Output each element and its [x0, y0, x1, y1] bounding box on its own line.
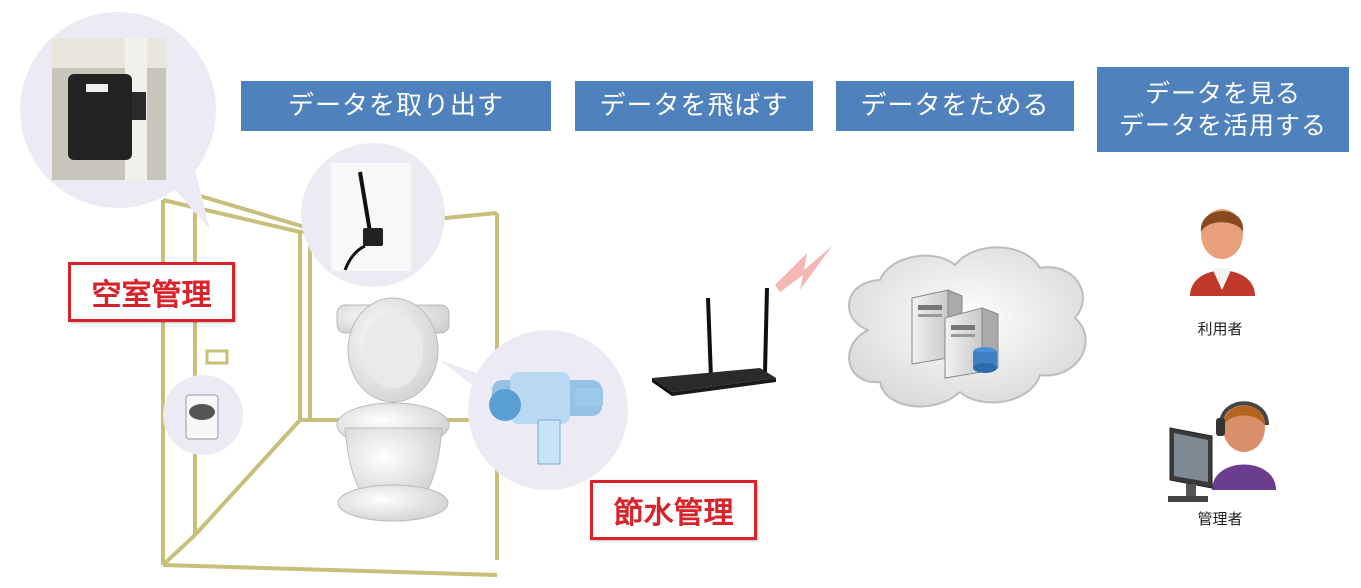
admin-role-label: 管理者	[1197, 510, 1243, 528]
step-extract-data: データを取り出す	[241, 81, 551, 131]
vacancy-management-label: 空室管理	[68, 262, 235, 322]
cloud-server-icon	[847, 246, 1087, 408]
wifi-router-icon	[652, 246, 832, 396]
admin-operator-icon	[1168, 401, 1276, 502]
step-transmit-data: データを飛ばす	[575, 81, 813, 131]
user-person-icon	[1190, 209, 1255, 296]
sensor-device-icon	[20, 12, 216, 230]
step-view-label: データを見る	[1144, 79, 1301, 109]
step-extract-label: データを取り出す	[287, 90, 504, 121]
door-sensor-eye	[189, 404, 215, 420]
step-store-label: データをためる	[860, 90, 1050, 121]
step-transmit-label: データを飛ばす	[599, 90, 789, 121]
step-view-use-data: データを見る データを活用する	[1097, 67, 1349, 152]
user-role-label: 利用者	[1197, 320, 1243, 338]
step-use-label: データを活用する	[1118, 110, 1327, 140]
flush-valve-icon	[440, 330, 628, 490]
toilet-icon	[336, 297, 450, 522]
step-store-data: データをためる	[836, 81, 1074, 131]
antenna-module-icon	[301, 143, 445, 287]
water-saving-management-label: 節水管理	[590, 480, 757, 540]
door-indicator	[205, 349, 229, 365]
